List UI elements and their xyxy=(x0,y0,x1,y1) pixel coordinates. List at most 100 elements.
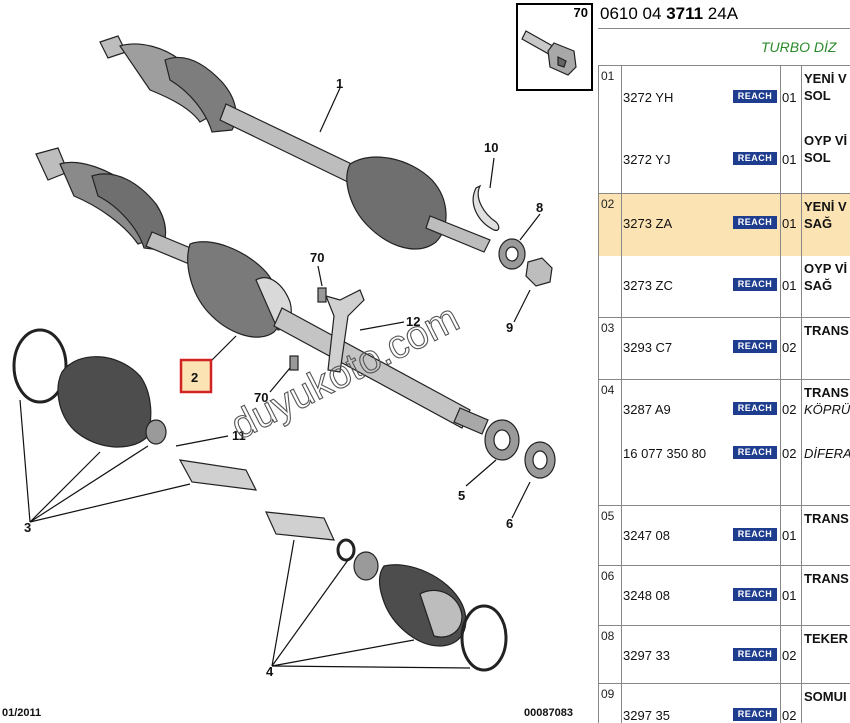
callout-70-upper: 70 xyxy=(310,250,324,265)
row-index: 02 xyxy=(601,197,615,211)
reach-badge: REACH xyxy=(733,152,777,165)
callout-highlight xyxy=(179,358,213,394)
reach-badge: REACH xyxy=(733,90,777,103)
callout-70-lower: 70 xyxy=(254,390,268,405)
description: TEKER xyxy=(804,631,849,646)
part-number[interactable]: 3287 A9 xyxy=(623,402,671,417)
column-divider xyxy=(801,66,802,723)
callout-8: 8 xyxy=(536,200,543,215)
detail-box-number: 70 xyxy=(573,5,588,20)
callout-9: 9 xyxy=(506,320,513,335)
callout-1: 1 xyxy=(336,76,343,91)
sub-description: KÖPRÜ xyxy=(804,402,850,417)
part-number[interactable]: 3293 C7 xyxy=(623,340,673,355)
list-row-09[interactable]: 09 3297 35 REACH 02 SOMUI xyxy=(598,684,850,723)
list-row-03[interactable]: 03 3293 C7 REACH 02 TRANS xyxy=(598,318,850,380)
description: TRANS xyxy=(804,511,849,526)
reach-badge: REACH xyxy=(733,446,777,459)
part-number[interactable]: 3297 35 xyxy=(623,708,670,723)
quantity: 01 xyxy=(782,278,797,293)
column-divider xyxy=(598,66,599,723)
bolt-70-upper xyxy=(317,287,327,303)
row-index: 04 xyxy=(601,383,615,397)
footer-code: 00087083 xyxy=(524,707,573,719)
pin-10 xyxy=(472,184,500,231)
parts-diagram: 1 2 3 4 5 6 8 9 10 11 12 70 70 duyukoto.… xyxy=(2,35,573,719)
part-number[interactable]: 3248 08 xyxy=(623,588,670,603)
reach-badge: REACH xyxy=(733,340,777,353)
engine-type-row: TURBO DİZ xyxy=(598,28,850,66)
reference-code: 0610 04 3711 24A xyxy=(600,4,739,23)
list-row-04[interactable]: 04 3287 A9 REACH 02 TRANS KÖPRÜ 16 077 3… xyxy=(598,380,850,506)
description: SOMUI xyxy=(804,689,847,704)
part-number[interactable]: 3247 08 xyxy=(623,528,670,543)
quantity: 02 xyxy=(782,446,797,461)
callout-6: 6 xyxy=(506,516,513,531)
column-divider xyxy=(621,66,622,723)
row-highlight xyxy=(598,194,850,256)
quantity: 01 xyxy=(782,152,797,167)
quantity: 01 xyxy=(782,588,797,603)
callout-5: 5 xyxy=(458,488,465,503)
part-number[interactable]: 3273 ZA xyxy=(623,216,673,231)
footer-date: 01/2011 xyxy=(2,707,41,719)
boot-kit-4 xyxy=(265,511,508,672)
row-index: 06 xyxy=(601,569,615,583)
row-index: 08 xyxy=(601,629,615,643)
part-number[interactable]: 3297 33 xyxy=(623,648,670,663)
callout-2[interactable]: 2 xyxy=(191,370,198,385)
detail-box-70: 70 xyxy=(516,3,593,91)
list-row-06[interactable]: 06 3248 08 REACH 01 TRANS xyxy=(598,566,850,626)
drive-shaft-left xyxy=(99,35,491,253)
part-number[interactable]: 3273 ZC xyxy=(623,278,673,293)
row-index: 03 xyxy=(601,321,615,335)
callout-4: 4 xyxy=(266,664,274,679)
reach-badge: REACH xyxy=(733,588,777,601)
column-divider xyxy=(780,66,781,723)
reach-badge: REACH xyxy=(733,402,777,415)
reach-badge: REACH xyxy=(733,528,777,541)
list-row-05[interactable]: 05 3247 08 REACH 01 TRANS xyxy=(598,506,850,566)
row-index: 09 xyxy=(601,687,615,701)
bolt-70-lower xyxy=(289,355,299,371)
bracket-12 xyxy=(324,289,365,373)
quantity: 02 xyxy=(782,708,797,723)
quantity: 01 xyxy=(782,216,797,231)
description: TRANS xyxy=(804,385,849,400)
sub-description: DİFERA xyxy=(804,446,850,461)
boot-kit-3 xyxy=(12,328,258,491)
list-row-08[interactable]: 08 3297 33 REACH 02 TEKER xyxy=(598,626,850,684)
reach-badge: REACH xyxy=(733,648,777,661)
description: TRANS xyxy=(804,571,849,586)
parts-list-panel: 0610 04 3711 24A TURBO DİZ 01 3272 YH RE… xyxy=(598,0,850,723)
engine-type-label: TURBO DİZ xyxy=(761,39,837,55)
callout-10: 10 xyxy=(484,140,498,155)
row-index: 05 xyxy=(601,509,615,523)
callout-11: 11 xyxy=(232,428,246,443)
callout-3: 3 xyxy=(24,520,31,535)
drive-shaft-right xyxy=(35,147,489,435)
reach-badge: REACH xyxy=(733,278,777,291)
reach-badge: REACH xyxy=(733,708,777,721)
row-index: 01 xyxy=(601,69,615,83)
description: TRANS xyxy=(804,323,849,338)
part-number[interactable]: 16 077 350 80 xyxy=(623,446,707,461)
part-number[interactable]: 3272 YJ xyxy=(623,152,671,167)
reach-badge: REACH xyxy=(733,216,777,229)
quantity: 02 xyxy=(782,402,797,417)
quantity: 02 xyxy=(782,340,797,355)
nut-9 xyxy=(525,257,553,287)
part-number[interactable]: 3272 YH xyxy=(623,90,674,105)
callout-12: 12 xyxy=(406,314,420,329)
quantity: 01 xyxy=(782,90,797,105)
quantity: 02 xyxy=(782,648,797,663)
quantity: 01 xyxy=(782,528,797,543)
bolt-icon xyxy=(521,30,577,76)
